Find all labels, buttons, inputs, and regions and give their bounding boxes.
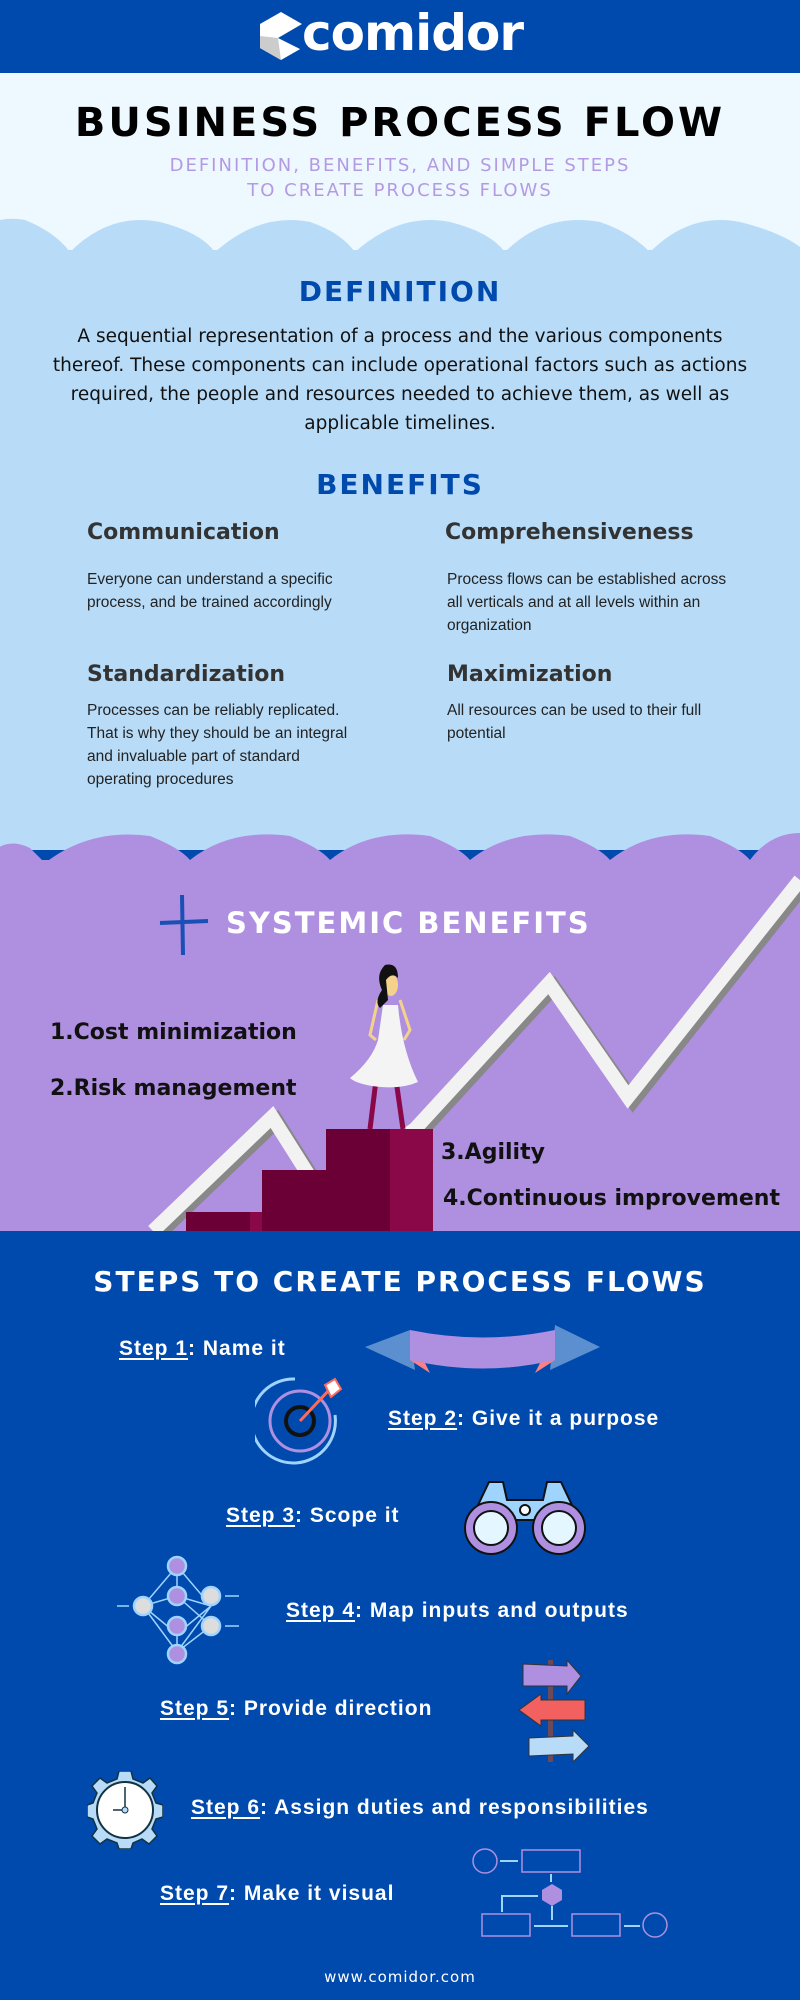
step-label: Step 3 — [226, 1504, 296, 1527]
benefit-title: Comprehensiveness — [445, 520, 694, 545]
step-label: Step 1 — [119, 1337, 189, 1360]
step-label: Step 7 — [160, 1882, 230, 1905]
flowchart-icon — [472, 1848, 668, 1938]
step-6: Step 6: Assign duties and responsibiliti… — [191, 1796, 649, 1820]
target-icon — [255, 1377, 343, 1465]
binoculars-icon — [464, 1481, 586, 1555]
step-text: : Assign duties and responsibilities — [260, 1796, 649, 1819]
definition-section — [0, 250, 800, 850]
benefit-title: Maximization — [447, 662, 613, 687]
systemic-benefit-item: 3.Agility — [441, 1140, 545, 1165]
subtitle-line-1: DEFINITION, BENEFITS, AND SIMPLE STEPS — [169, 155, 631, 176]
definition-heading: DEFINITION — [298, 275, 502, 308]
systemic-benefit-item: 2.Risk management — [50, 1076, 297, 1101]
step-text: : Scope it — [295, 1504, 400, 1527]
subtitle-line-2: TO CREATE PROCESS FLOWS — [247, 180, 553, 201]
benefit-text: Everyone can understand a specific proce… — [87, 571, 333, 611]
step-text: : Give it a purpose — [457, 1407, 660, 1430]
step-text: : Make it visual — [229, 1882, 395, 1905]
benefit-title: Communication — [87, 520, 280, 545]
network-icon — [117, 1555, 239, 1665]
step-label: Step 6 — [191, 1796, 261, 1819]
step-text: : Map inputs and outputs — [355, 1599, 629, 1622]
cloud-divider-purple — [0, 833, 800, 868]
step-1: Step 1: Name it — [119, 1337, 286, 1361]
benefit-title: Standardization — [87, 662, 286, 687]
step-text: : Name it — [188, 1337, 286, 1360]
step-label: Step 4 — [286, 1599, 356, 1622]
footer-url[interactable]: www.comidor.com — [324, 1968, 476, 1986]
cloud-divider-blue — [0, 218, 800, 257]
systemic-benefit-item: 4.Continuous improvement — [443, 1186, 780, 1211]
woman-figure — [350, 964, 418, 1130]
definition-text: A sequential representation of a process… — [52, 326, 748, 434]
step-text: : Provide direction — [229, 1697, 433, 1720]
step-4: Step 4: Map inputs and outputs — [286, 1599, 629, 1623]
gear-clock-icon — [87, 1771, 163, 1849]
step-label: Step 5 — [160, 1697, 230, 1720]
systemic-benefit-item: 1.Cost minimization — [50, 1020, 297, 1045]
logo-text: comidor — [302, 4, 524, 62]
comidor-logo-icon — [260, 12, 302, 60]
benefits-heading: BENEFITS — [316, 468, 484, 501]
page-title: BUSINESS PROCESS FLOW — [74, 100, 726, 146]
step-2: Step 2: Give it a purpose — [388, 1407, 659, 1431]
benefit-text: All resources can be used to their full … — [447, 702, 702, 742]
systemic-benefits-heading: SYSTEMIC BENEFITS — [226, 906, 591, 940]
growth-chart-illustration — [148, 875, 800, 1231]
step-5: Step 5: Provide direction — [160, 1697, 432, 1721]
step-label: Step 2 — [388, 1407, 458, 1430]
header-bar: comidor — [0, 0, 800, 73]
step-7: Step 7: Make it visual — [160, 1882, 394, 1906]
plus-cross-icon — [159, 894, 209, 956]
steps-heading: STEPS TO CREATE PROCESS FLOWS — [93, 1265, 707, 1298]
ribbon-banner-icon — [365, 1325, 600, 1373]
step-3: Step 3: Scope it — [226, 1504, 400, 1528]
benefit-text: Process flows can be established across … — [447, 571, 727, 634]
benefit-text: Processes can be reliably replicated. Th… — [87, 702, 348, 788]
signpost-icon — [518, 1660, 590, 1762]
